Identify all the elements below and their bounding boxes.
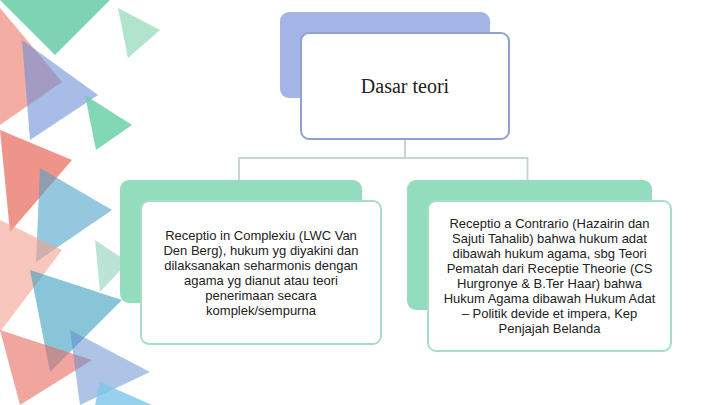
triangle <box>22 40 98 140</box>
triangle <box>118 8 160 58</box>
triangle <box>85 95 132 150</box>
triangle <box>95 382 152 405</box>
theory-box: Receptio in Complexiu (LWC Van Den Berg)… <box>140 200 382 345</box>
title-box: Dasar teori <box>300 32 510 140</box>
theory-box: Receptio a Contrario (Hazairin dan Sajut… <box>427 200 672 352</box>
node-label: Receptio in Complexiu (LWC Van Den Berg)… <box>154 228 368 318</box>
node-label: Receptio a Contrario (Hazairin dan Sajut… <box>441 216 658 336</box>
node-label: Dasar teori <box>361 74 449 98</box>
